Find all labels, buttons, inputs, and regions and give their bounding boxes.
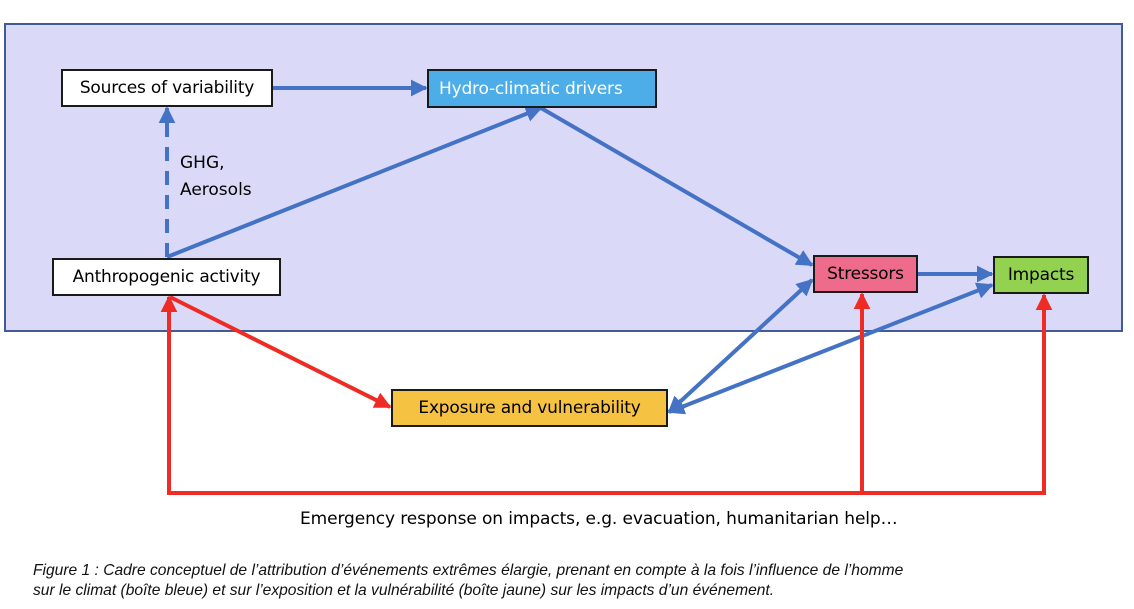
arrow-anthro-to-hydro bbox=[166, 105, 543, 259]
ghg-label-line2: Aerosols bbox=[180, 180, 252, 200]
figure-caption: Figure 1 : Cadre conceptuel de l’attribu… bbox=[33, 561, 1123, 601]
arrow-hydro-to-stressors bbox=[539, 106, 814, 267]
node-impacts: Impacts bbox=[993, 256, 1089, 294]
emergency-response-label: Emergency response on impacts, e.g. evac… bbox=[300, 509, 898, 529]
figure-caption-line2: sur le climat (boîte bleue) et sur l’exp… bbox=[33, 582, 775, 599]
arrow-exposure-impacts-bidirectional bbox=[667, 282, 994, 415]
node-label: Anthropogenic activity bbox=[72, 267, 261, 287]
node-label: Sources of variability bbox=[79, 78, 255, 98]
node-label: Exposure and vulnerability bbox=[418, 398, 641, 418]
node-label: Stressors bbox=[827, 264, 904, 284]
figure-caption-line1: Figure 1 : Cadre conceptuel de l’attribu… bbox=[33, 562, 904, 579]
ghg-aerosols-label: GHG, Aerosols bbox=[180, 150, 252, 204]
arrow-exposure-stressors-bidirectional bbox=[667, 278, 814, 414]
node-hydro-climatic-drivers: Hydro-climatic drivers bbox=[427, 69, 657, 108]
node-anthropogenic-activity: Anthropogenic activity bbox=[52, 258, 281, 296]
node-sources-of-variability: Sources of variability bbox=[61, 69, 273, 107]
ghg-label-line1: GHG, bbox=[180, 153, 225, 173]
node-stressors: Stressors bbox=[813, 255, 918, 293]
node-label: Impacts bbox=[1007, 265, 1075, 285]
arrow-anthro-to-exposure bbox=[169, 295, 392, 409]
node-label: Hydro-climatic drivers bbox=[439, 78, 623, 99]
node-exposure-and-vulnerability: Exposure and vulnerability bbox=[391, 389, 668, 427]
